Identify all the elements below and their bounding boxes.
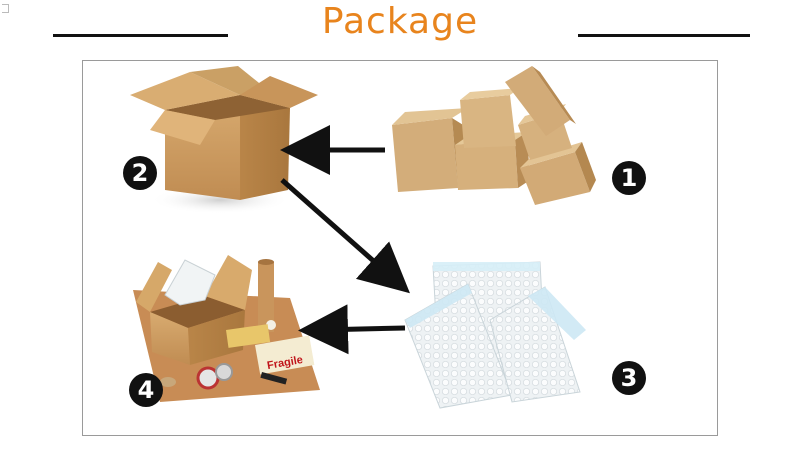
bubble-wrap-bags <box>404 261 586 409</box>
step-badge-3: 3 <box>612 361 646 395</box>
step-badge-2: 2 <box>123 156 157 190</box>
step-badge-1: 1 <box>612 161 646 195</box>
stacked-cardboard-boxes <box>392 66 596 205</box>
title-rule-right <box>578 34 750 37</box>
packed-box-with-supplies <box>133 255 320 402</box>
title-rule-left <box>53 34 228 37</box>
page-title: Package <box>321 1 479 42</box>
arrow-2-to-3 <box>280 178 410 294</box>
step-badge-4: 4 <box>129 373 163 407</box>
corner-mark <box>2 4 9 13</box>
open-cardboard-box <box>130 66 318 214</box>
arrow-3-to-4 <box>298 304 406 355</box>
